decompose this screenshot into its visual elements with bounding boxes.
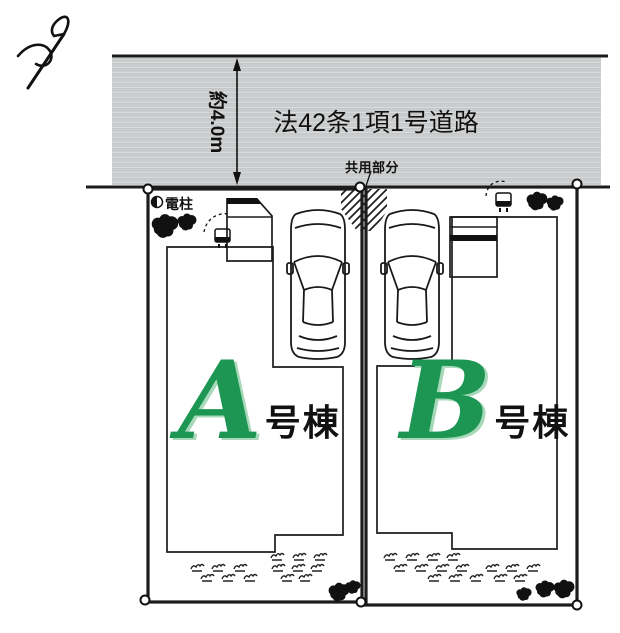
car-a-icon	[286, 209, 350, 360]
shared-area-hatch	[341, 189, 387, 231]
lot-b-letter: B	[400, 338, 492, 464]
road-width-label: 約4.0m	[206, 90, 227, 154]
shared-area-label: 共用部分	[345, 160, 400, 175]
road-designation-label: 法42条1項1号道路	[273, 109, 479, 137]
building-a-porch	[226, 198, 273, 262]
lot-a-title: A 号棟	[178, 338, 341, 464]
lot-b-title: B 号棟	[400, 338, 571, 464]
water-meter-a-icon	[203, 213, 231, 248]
lot-b-suffix: 号棟	[494, 403, 571, 444]
car-b-icon	[380, 209, 444, 360]
utility-pole-label: 電柱	[165, 196, 193, 212]
lot-a-letter: A	[178, 338, 262, 464]
lot-a-suffix: 号棟	[264, 403, 341, 444]
water-meter-b-icon	[485, 180, 512, 212]
building-b-porch	[449, 216, 498, 278]
utility-pole-icon	[150, 195, 164, 209]
grass-symbols	[190, 552, 541, 582]
road-band	[112, 57, 601, 185]
north-arrow-icon	[16, 15, 70, 90]
